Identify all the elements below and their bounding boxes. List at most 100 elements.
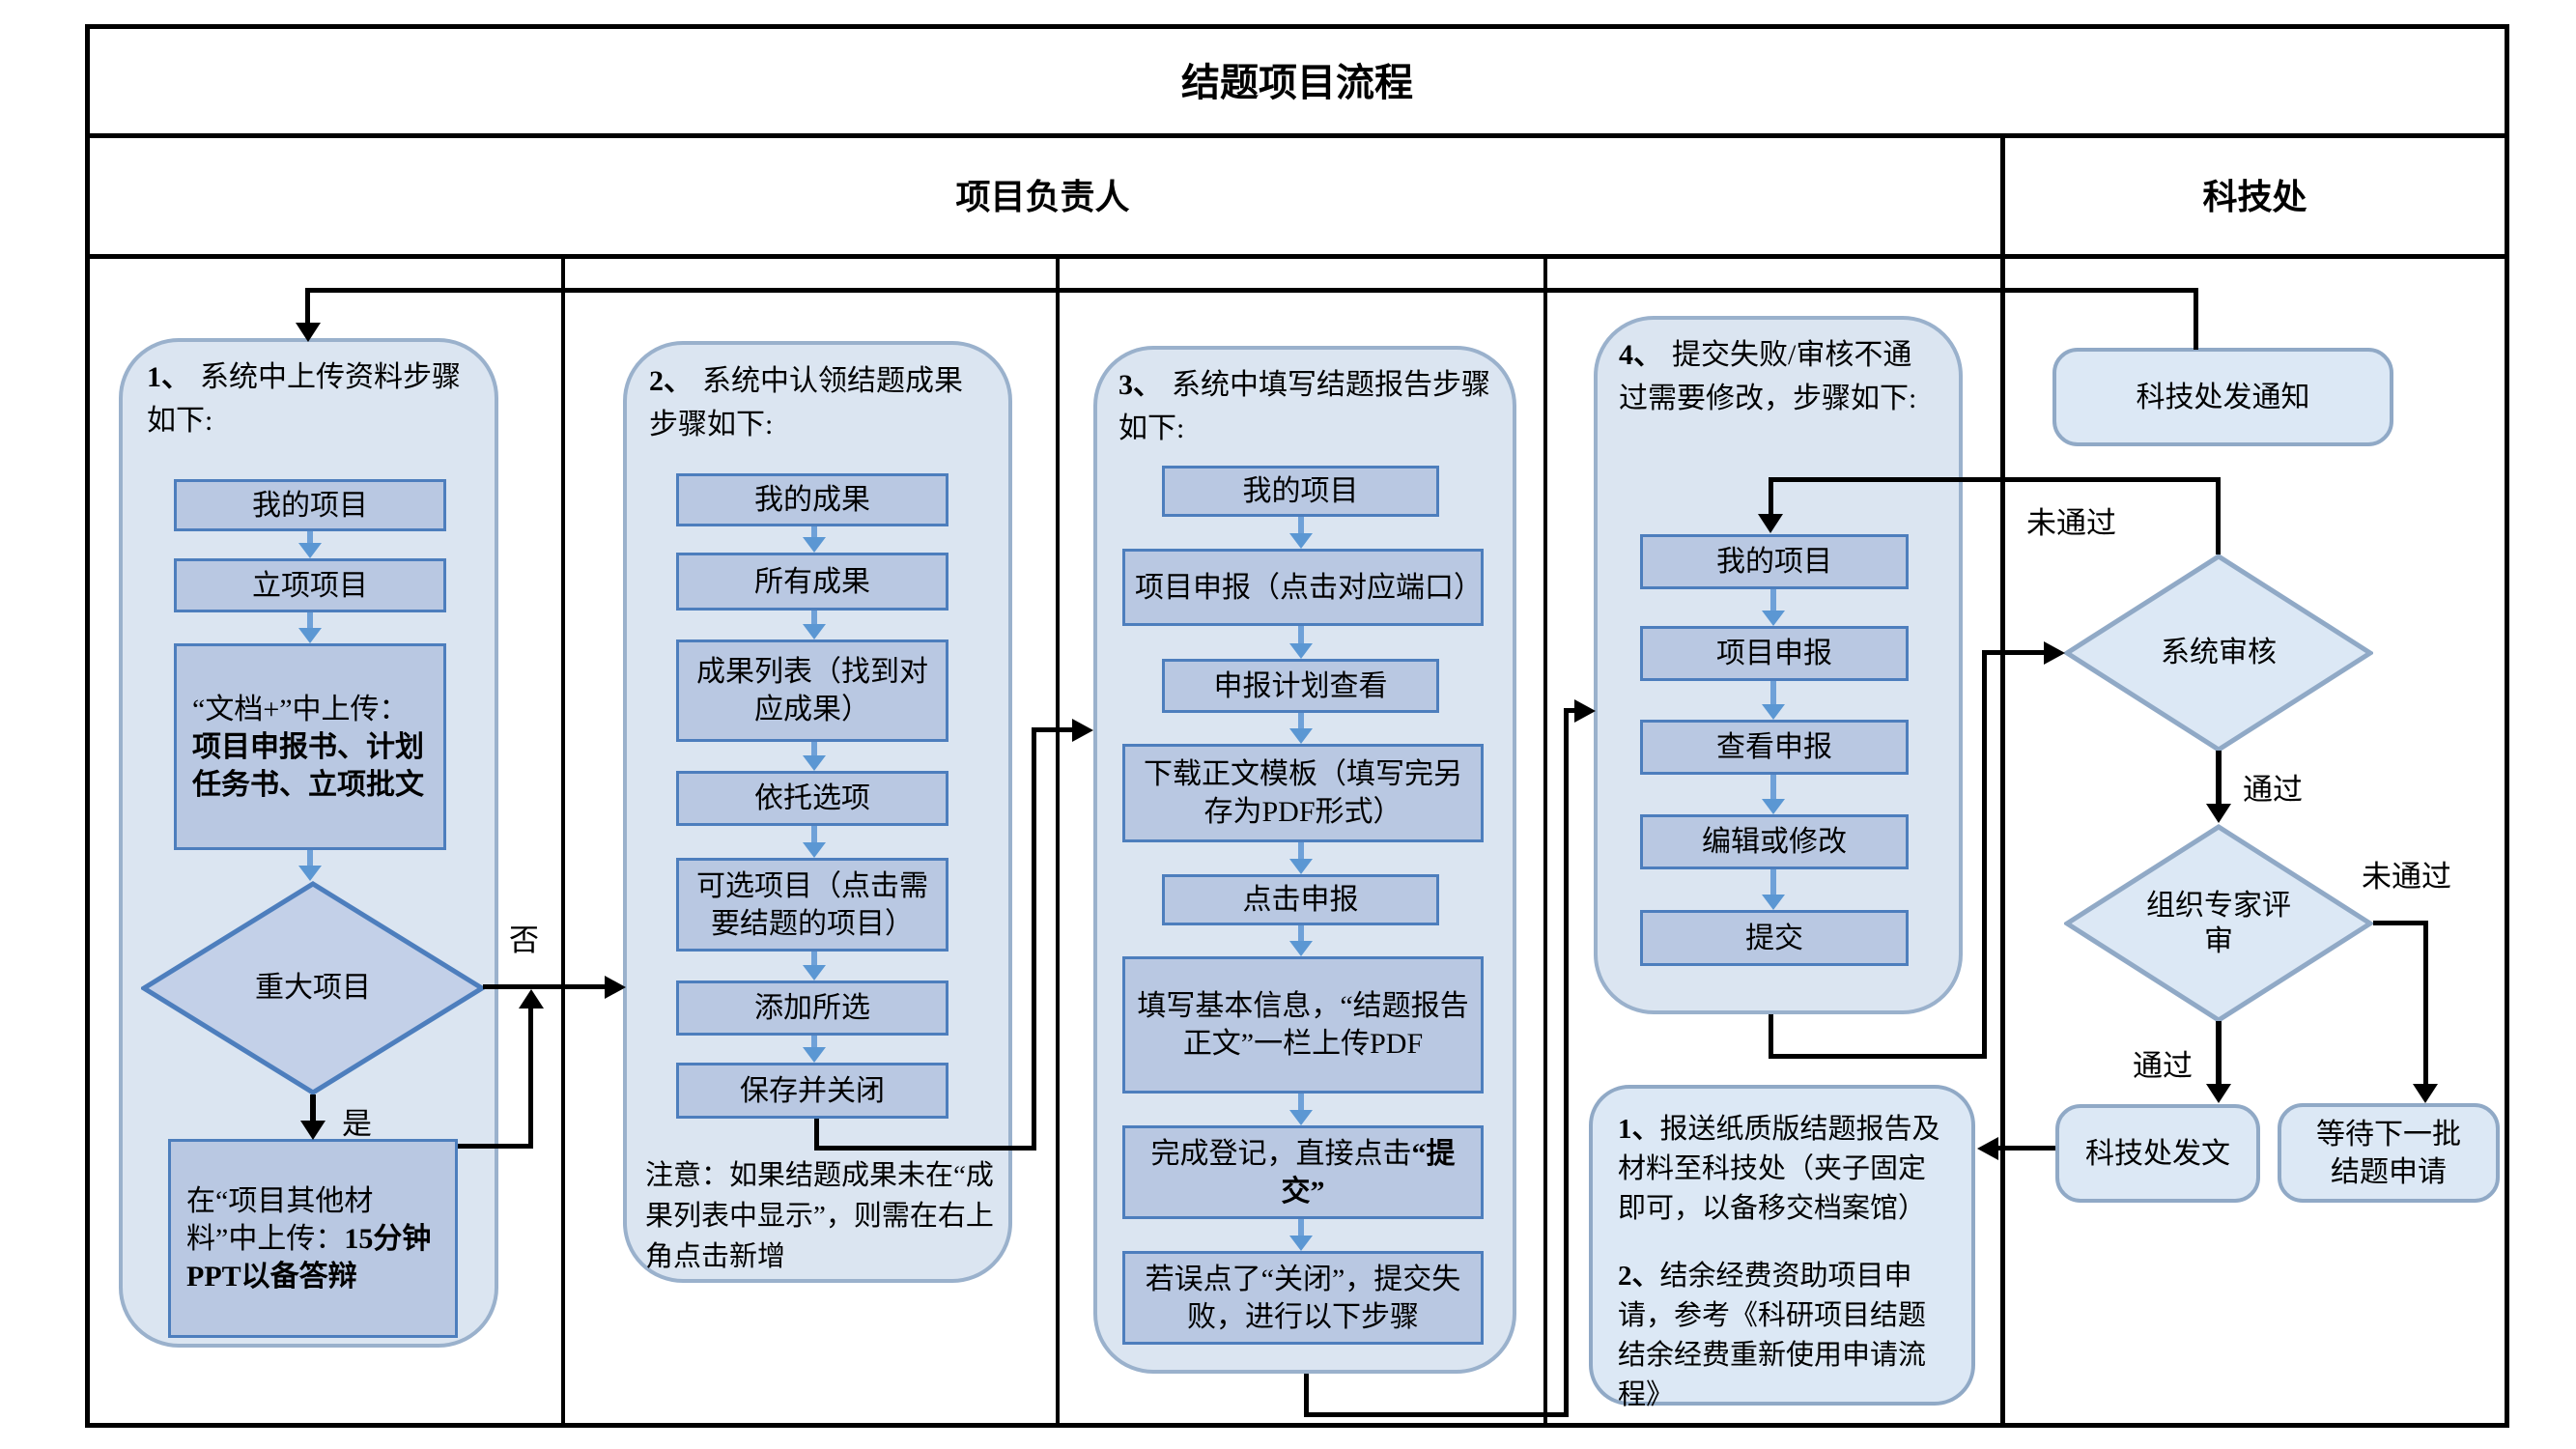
- paper-submission-note: 1、报送纸质版结题报告及材料至科技处（夹子固定即可，以备移交档案馆） 2、结余经…: [1589, 1085, 1975, 1410]
- flow-arrow: [298, 531, 322, 558]
- panel-step4-heading: 4、提交失败/审核不通过需要修改，步骤如下:: [1619, 333, 1938, 420]
- body-divider-3: [1543, 254, 1547, 1428]
- flow-arrow: [803, 826, 826, 858]
- step-box-label: 点击申报: [1242, 884, 1359, 916]
- connector-c3c4-h2: [1564, 708, 1577, 713]
- connector-ppt-return-v: [528, 1007, 533, 1149]
- arrowhead-into-system-review: [2044, 641, 2065, 665]
- arrowhead-into-notebox: [1977, 1137, 1998, 1160]
- lane-divider-vertical: [2000, 133, 2005, 1428]
- note-text: 注意：如果结题成果未在“成果列表中显示”，则需在右上角点击新增: [645, 1160, 994, 1273]
- step-box-label: 立项项目: [252, 569, 368, 602]
- panel-step1-number: 1、: [147, 361, 190, 393]
- step-box-label: 我的项目: [1716, 546, 1832, 578]
- connector-ppt-return-h: [458, 1144, 533, 1149]
- flow-arrow: [1289, 626, 1313, 659]
- shape-wait-next-batch: 等待下一批结题申请: [2278, 1103, 2500, 1203]
- title-row-divider: [85, 133, 2509, 138]
- connector-c2c3-v1: [814, 1119, 819, 1151]
- connector-fail2-v: [2423, 921, 2428, 1087]
- connector-c4review-h1: [1769, 1054, 1987, 1059]
- panel-step4-number: 4、: [1619, 339, 1662, 371]
- flow-arrow: [803, 526, 826, 553]
- decision-major-project-label: 重大项目: [141, 881, 485, 1095]
- step-box-add-selected: 添加所选: [676, 980, 948, 1036]
- decision-expert-review-label: 组织专家评审: [2143, 824, 2294, 1023]
- label-fail-system-review: 未通过: [2026, 506, 2116, 540]
- connector-notice-to-start-v1: [2194, 290, 2198, 350]
- connector-fail1-v2: [1769, 477, 1773, 516]
- flow-arrow: [1762, 681, 1785, 720]
- connector-pass1-v: [2216, 751, 2222, 807]
- arrowhead-no-into-panel2: [605, 976, 626, 999]
- page-title: 结题项目流程: [85, 24, 2509, 133]
- arrowhead-yes-down: [300, 1121, 326, 1140]
- label-no: 否: [509, 923, 539, 957]
- step-box-label: 申报计划查看: [1213, 669, 1388, 702]
- panel-step2-note: 注意：如果结题成果未在“成果列表中显示”，则需在右上角点击新增: [645, 1155, 1001, 1277]
- connector-notice-to-start-v2: [305, 290, 310, 325]
- connector-c3c4-v1: [1304, 1374, 1309, 1417]
- step-box-label: 我的项目: [252, 489, 368, 522]
- connector-c2c3-h1: [814, 1146, 1036, 1151]
- arrowhead-fail2-down: [2413, 1084, 2438, 1103]
- lane-header-left: 项目负责人: [85, 133, 2000, 254]
- flow-arrow: [298, 850, 322, 881]
- panel-step2-heading: 2、系统中认领结题成果步骤如下:: [649, 359, 987, 446]
- step-box-my-projects-4: 我的项目: [1640, 534, 1909, 589]
- step-box-label: 可选项目（点击需要结题的项目）: [696, 869, 928, 940]
- table-outer-border: [85, 24, 2509, 1428]
- connector-c2c3-h2: [1032, 727, 1074, 732]
- arrowhead-pass1-down: [2206, 804, 2231, 823]
- flow-arrow: [1762, 589, 1785, 626]
- step-box-label: 项目申报: [1716, 638, 1832, 669]
- step-box-view-declare: 查看申报: [1640, 720, 1909, 775]
- connector-c3c4-v2: [1564, 708, 1569, 1417]
- step-box-label: “文档+”中上传：项目申报书、计划任务书、立项批文: [192, 693, 424, 801]
- step-box-my-projects-1: 我的项目: [174, 479, 446, 531]
- flow-arrow: [1289, 842, 1313, 874]
- flow-arrow: [1762, 775, 1785, 814]
- step-box-optional-projects: 可选项目（点击需要结题的项目）: [676, 858, 948, 952]
- arrowhead-into-panel3: [1072, 719, 1093, 742]
- flow-arrow: [803, 742, 826, 771]
- panel-step1-title: 系统中上传资料步骤如下:: [147, 361, 461, 437]
- step-box-save-and-close: 保存并关闭: [676, 1063, 948, 1119]
- step-box-label: 项目申报（点击对应端口）: [1135, 571, 1483, 604]
- step-box-finish-submit: 完成登记，直接点击“提交”: [1122, 1125, 1484, 1219]
- panel-step1-heading: 1、系统中上传资料步骤如下:: [147, 355, 470, 442]
- connector-c2c3-v2: [1032, 727, 1036, 1151]
- flow-arrow: [1289, 1094, 1313, 1125]
- flow-arrow: [1289, 925, 1313, 956]
- decision-system-review-label: 系统审核: [2064, 554, 2373, 753]
- panel-step4-title: 提交失败/审核不通过需要修改，步骤如下:: [1619, 339, 1917, 414]
- flow-arrow: [1762, 869, 1785, 910]
- step-box-label: 我的成果: [754, 484, 870, 516]
- connector-issue-note-h: [1996, 1146, 2055, 1151]
- connector-c4review-h2: [1982, 650, 2046, 655]
- header-row-divider: [85, 254, 2509, 259]
- panel-step3-title: 系统中填写结题报告步骤如下:: [1118, 369, 1490, 444]
- label-pass-expert-review: 通过: [2133, 1049, 2193, 1083]
- step-box-label: 我的项目: [1242, 475, 1359, 507]
- step-box-label: 填写基本信息，“结题报告正文”一栏上传PDF: [1137, 990, 1469, 1060]
- decision-label-text: 组织专家评审: [2146, 889, 2291, 958]
- decision-label-text: 重大项目: [255, 972, 371, 1005]
- panel-step3-heading: 3、系统中填写结题报告步骤如下:: [1118, 363, 1497, 450]
- connector-fail2-h: [2373, 921, 2428, 925]
- step-box-declare-plan-view: 申报计划查看: [1162, 659, 1439, 713]
- step-box-achievement-list: 成果列表（找到对应成果）: [676, 639, 948, 742]
- arrowhead-ppt-return-up: [519, 989, 544, 1009]
- step-box-label: 保存并关闭: [740, 1074, 885, 1107]
- step-box-wrong-close: 若误点了“关闭”，提交失败，进行以下步骤: [1122, 1251, 1484, 1345]
- step-box-submit: 提交: [1640, 910, 1909, 966]
- step-box-label: 下载正文模板（填写完另存为PDF形式）: [1144, 758, 1462, 828]
- step-box-label: 所有成果: [754, 565, 870, 598]
- shape-label: 科技处发通知: [2136, 381, 2310, 413]
- step-box-upload-ppt: 在“项目其他材料”中上传：15分钟PPT以备答辩: [168, 1139, 458, 1338]
- shape-label: 科技处发文: [2085, 1137, 2230, 1170]
- step-box-project-declare-port: 项目申报（点击对应端口）: [1122, 549, 1484, 626]
- step-box-approved-projects: 立项项目: [174, 558, 446, 612]
- note-item-1: 1、报送纸质版结题报告及材料至科技处（夹子固定即可，以备移交档案馆）: [1618, 1114, 1940, 1225]
